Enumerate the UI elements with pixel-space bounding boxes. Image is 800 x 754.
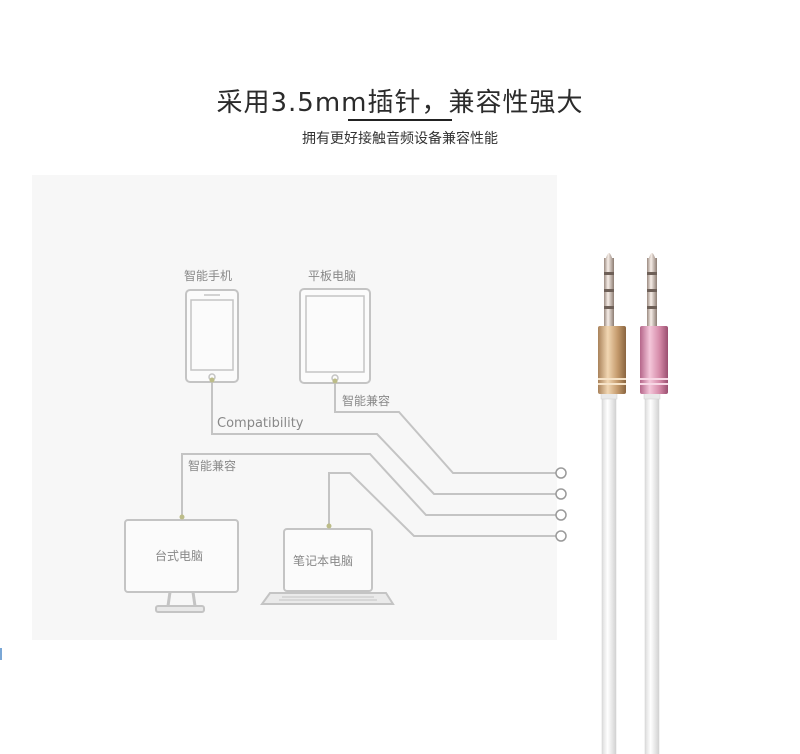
tablet-label: 平板电脑 [308, 269, 357, 283]
smartphone-label: 智能手机 [184, 269, 233, 283]
edge-marker [0, 648, 2, 660]
desktop-label: 台式电脑 [155, 549, 204, 563]
page-subtitle: 拥有更好接触音频设备兼容性能 [302, 131, 498, 147]
audio-cable-left [600, 384, 618, 754]
smart-compat-label-desktop: 智能兼容 [186, 457, 239, 474]
gold-plug-icon [598, 253, 626, 394]
page-title: 采用3.5mm插针，兼容性强大 [216, 88, 584, 118]
connector-dots [179, 377, 338, 529]
smart-compat-label-tablet: 智能兼容 [340, 392, 393, 409]
port-circles [555, 467, 567, 542]
tablet-icon [299, 288, 371, 384]
desktop-icon [124, 519, 239, 613]
title-underline [348, 119, 452, 121]
laptop-label: 笔记本电脑 [293, 554, 354, 568]
pink-plug-icon [640, 253, 668, 394]
audio-cable-right [643, 384, 661, 754]
laptop-icon [260, 528, 395, 605]
compatibility-label: Compatibility [215, 416, 306, 431]
smartphone-icon [185, 289, 239, 383]
connection-lines [181, 380, 556, 537]
